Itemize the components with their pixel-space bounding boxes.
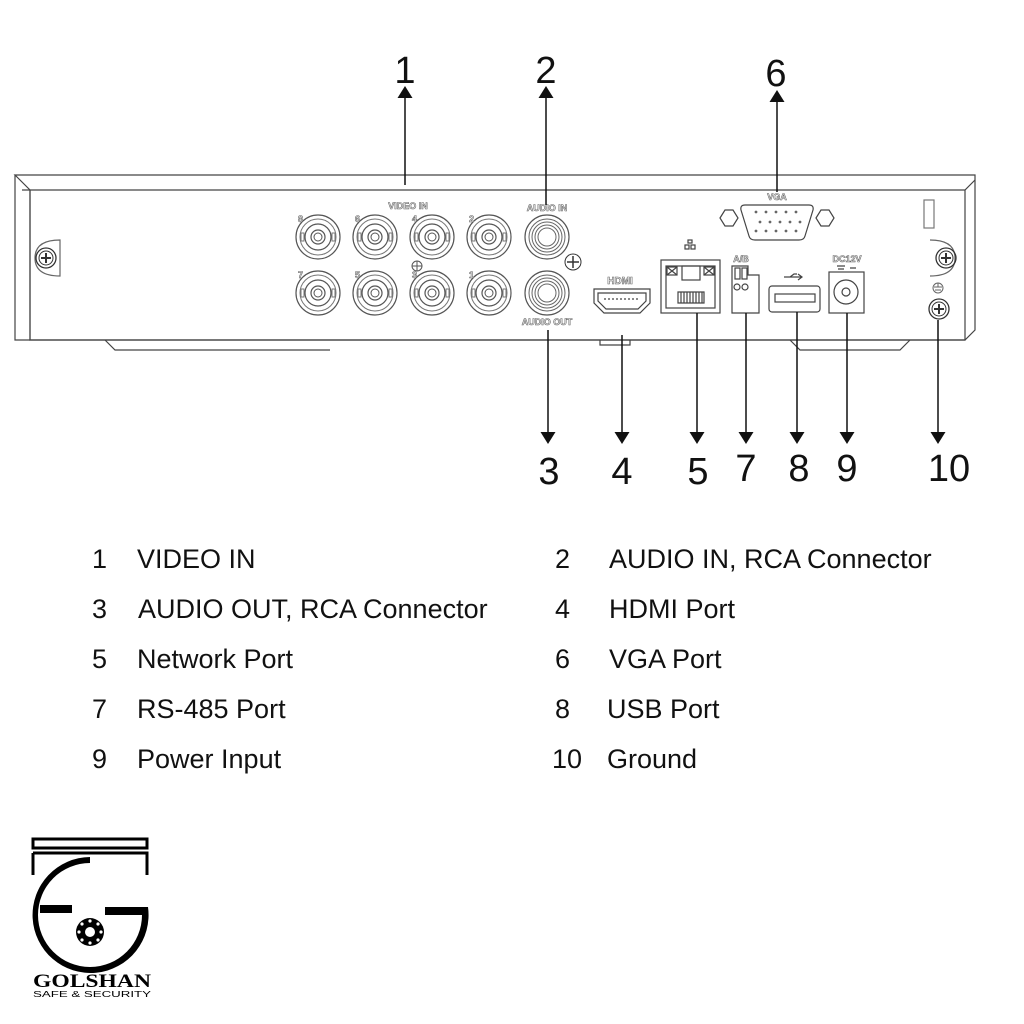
callout-10: 10 — [927, 448, 971, 490]
legend-number: 3 — [92, 594, 108, 624]
legend-number: 10 — [552, 744, 583, 774]
legend-label: Network Port — [137, 644, 294, 674]
vga-label: VGA — [767, 192, 787, 202]
audio-in-label: AUDIO IN — [527, 203, 568, 213]
golshan-logo: GOLSHAN SAFE & SECURITY — [31, 837, 152, 999]
hdmi-port — [593, 288, 651, 314]
legend-label: VGA Port — [609, 644, 722, 674]
callout-9: 9 — [836, 448, 858, 490]
channel-label: 7 — [298, 270, 303, 280]
legend-label: HDMI Port — [609, 594, 736, 624]
legend-label: RS-485 Port — [137, 694, 286, 724]
audio-out-connector — [524, 270, 570, 316]
callout-3: 3 — [538, 451, 560, 493]
usb-port — [768, 273, 821, 313]
rs485-label: A/B — [733, 254, 749, 264]
channel-label: 6 — [355, 214, 360, 224]
legend-number: 5 — [92, 644, 108, 674]
legend-number: 2 — [555, 544, 571, 574]
legend-label: USB Port — [607, 694, 720, 724]
legend-label: Power Input — [137, 744, 282, 774]
callout-7: 7 — [735, 448, 757, 490]
channel-label: 2 — [469, 214, 474, 224]
legend-number: 1 — [92, 544, 108, 574]
ground-screw — [928, 298, 950, 320]
video-in-label: VIDEO IN — [388, 201, 428, 211]
callout-leaders — [397, 86, 946, 444]
hdmi-label: HDMI — [607, 276, 633, 287]
channel-label: 4 — [412, 214, 417, 224]
legend-label: AUDIO IN, RCA Connector — [609, 544, 932, 574]
logo-tagline: SAFE & SECURITY — [33, 990, 152, 999]
network-port — [660, 239, 721, 314]
channel-label: 5 — [355, 270, 360, 280]
channel-label: 3 — [412, 270, 417, 280]
ground-symbol — [932, 282, 944, 294]
callout-6: 6 — [765, 53, 787, 95]
legend-label: VIDEO IN — [137, 544, 256, 574]
channel-label: 1 — [469, 270, 474, 280]
mounting-screw-left — [35, 247, 57, 269]
rs485-port — [731, 265, 760, 314]
callout-8: 8 — [788, 448, 810, 490]
mounting-screw-right — [935, 247, 957, 269]
dvr-rear-panel — [13, 174, 976, 351]
vga-port — [719, 204, 835, 241]
logo-name: GOLSHAN — [33, 971, 151, 992]
callout-2: 2 — [535, 50, 557, 92]
callout-5: 5 — [687, 451, 709, 493]
callout-1: 1 — [394, 50, 416, 92]
dc-label: DC12V — [832, 254, 861, 264]
legend-number: 4 — [555, 594, 571, 624]
video-in-connectors — [295, 214, 512, 316]
audio-in-connector — [524, 214, 570, 260]
legend-number: 8 — [555, 694, 571, 724]
legend-number: 6 — [555, 644, 571, 674]
callout-4: 4 — [611, 451, 633, 493]
legend-number: 7 — [92, 694, 108, 724]
ground-symbol — [564, 253, 582, 271]
power-input-port — [828, 265, 865, 314]
legend-label: Ground — [607, 744, 698, 774]
legend-label: AUDIO OUT, RCA Connector — [138, 594, 488, 624]
audio-out-label: AUDIO OUT — [522, 317, 573, 327]
legend-number: 9 — [92, 744, 108, 774]
channel-label: 8 — [298, 214, 303, 224]
